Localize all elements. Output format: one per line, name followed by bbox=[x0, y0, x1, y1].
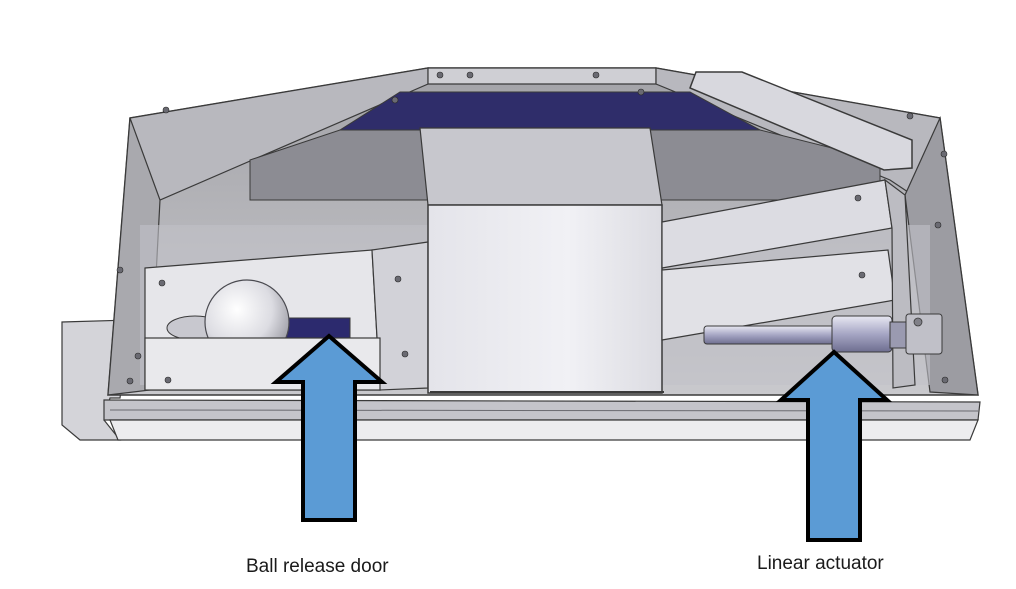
central-housing bbox=[419, 127, 664, 394]
linear-actuator-body bbox=[703, 313, 943, 355]
fastener-screws bbox=[116, 71, 949, 385]
ball-release-door-label: Ball release door bbox=[246, 556, 389, 577]
linear-actuator-label: Linear actuator bbox=[757, 553, 884, 574]
access-lid bbox=[689, 71, 913, 171]
ball-channel bbox=[144, 241, 429, 391]
rear-window-panel bbox=[338, 91, 761, 131]
arrow-ball-release-door bbox=[270, 333, 388, 522]
arrow-linear-actuator bbox=[775, 349, 893, 542]
